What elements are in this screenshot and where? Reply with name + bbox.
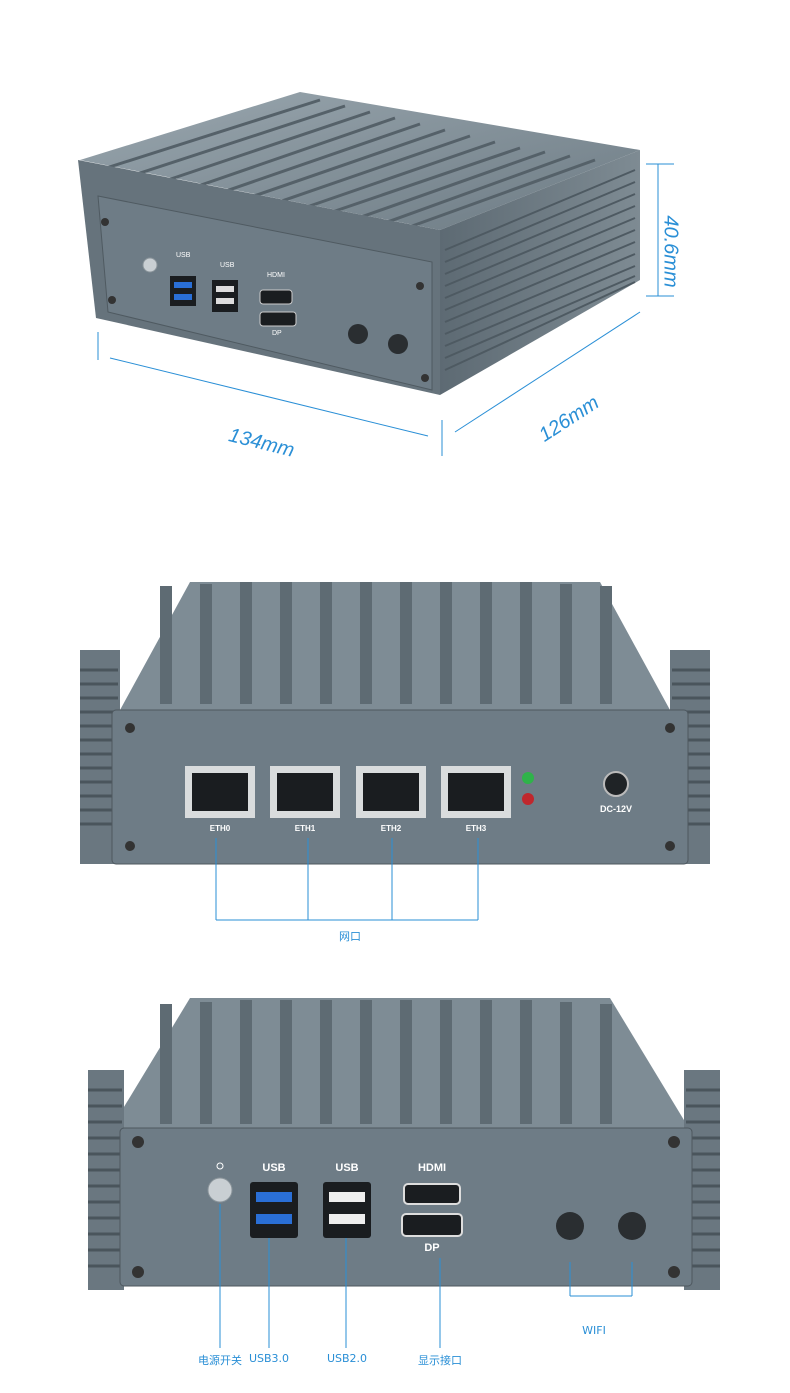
eth1-label: ETH1: [294, 824, 316, 833]
isometric-device-drawing: [78, 92, 674, 456]
eth2-label: ETH2: [380, 824, 402, 833]
wifi-callout: WIFI: [582, 1324, 606, 1337]
dc-jack-label: DC-12V: [599, 804, 632, 814]
ethernet-group-label: 网口: [339, 930, 361, 943]
usb30-callout: USB3.0: [248, 1352, 290, 1365]
view-front-panel: USB USB HDMI DP 电源开关 USB3.0 USB2.0 显示接口 …: [0, 990, 790, 1393]
iso-usb-label-a: USB: [176, 252, 191, 259]
eth0-label: ETH0: [209, 824, 231, 833]
iso-dp-label: DP: [272, 330, 282, 337]
power-switch-callout: 电源开关: [198, 1354, 242, 1367]
iso-usb-label-b: USB: [220, 262, 235, 269]
view-isometric: 134mm 126mm 40.6mm USB USB HDMI DP: [0, 0, 790, 500]
eth3-label: ETH3: [465, 824, 487, 833]
front-device-drawing: [88, 998, 720, 1348]
iso-hdmi-label: HDMI: [267, 272, 285, 279]
dp-label: DP: [424, 1242, 440, 1254]
view-rear-panel: ETH0 ETH1 ETH2 ETH3 DC-12V 网口: [0, 570, 790, 950]
rear-device-drawing: [80, 582, 710, 921]
usb2-top-label: USB: [335, 1162, 359, 1174]
dimension-height-label: 40.6mm: [659, 215, 682, 288]
display-interface-callout: 显示接口: [418, 1354, 462, 1367]
hdmi-top-label: HDMI: [417, 1162, 447, 1174]
usb3-top-label: USB: [262, 1162, 286, 1174]
usb20-callout: USB2.0: [326, 1352, 368, 1365]
